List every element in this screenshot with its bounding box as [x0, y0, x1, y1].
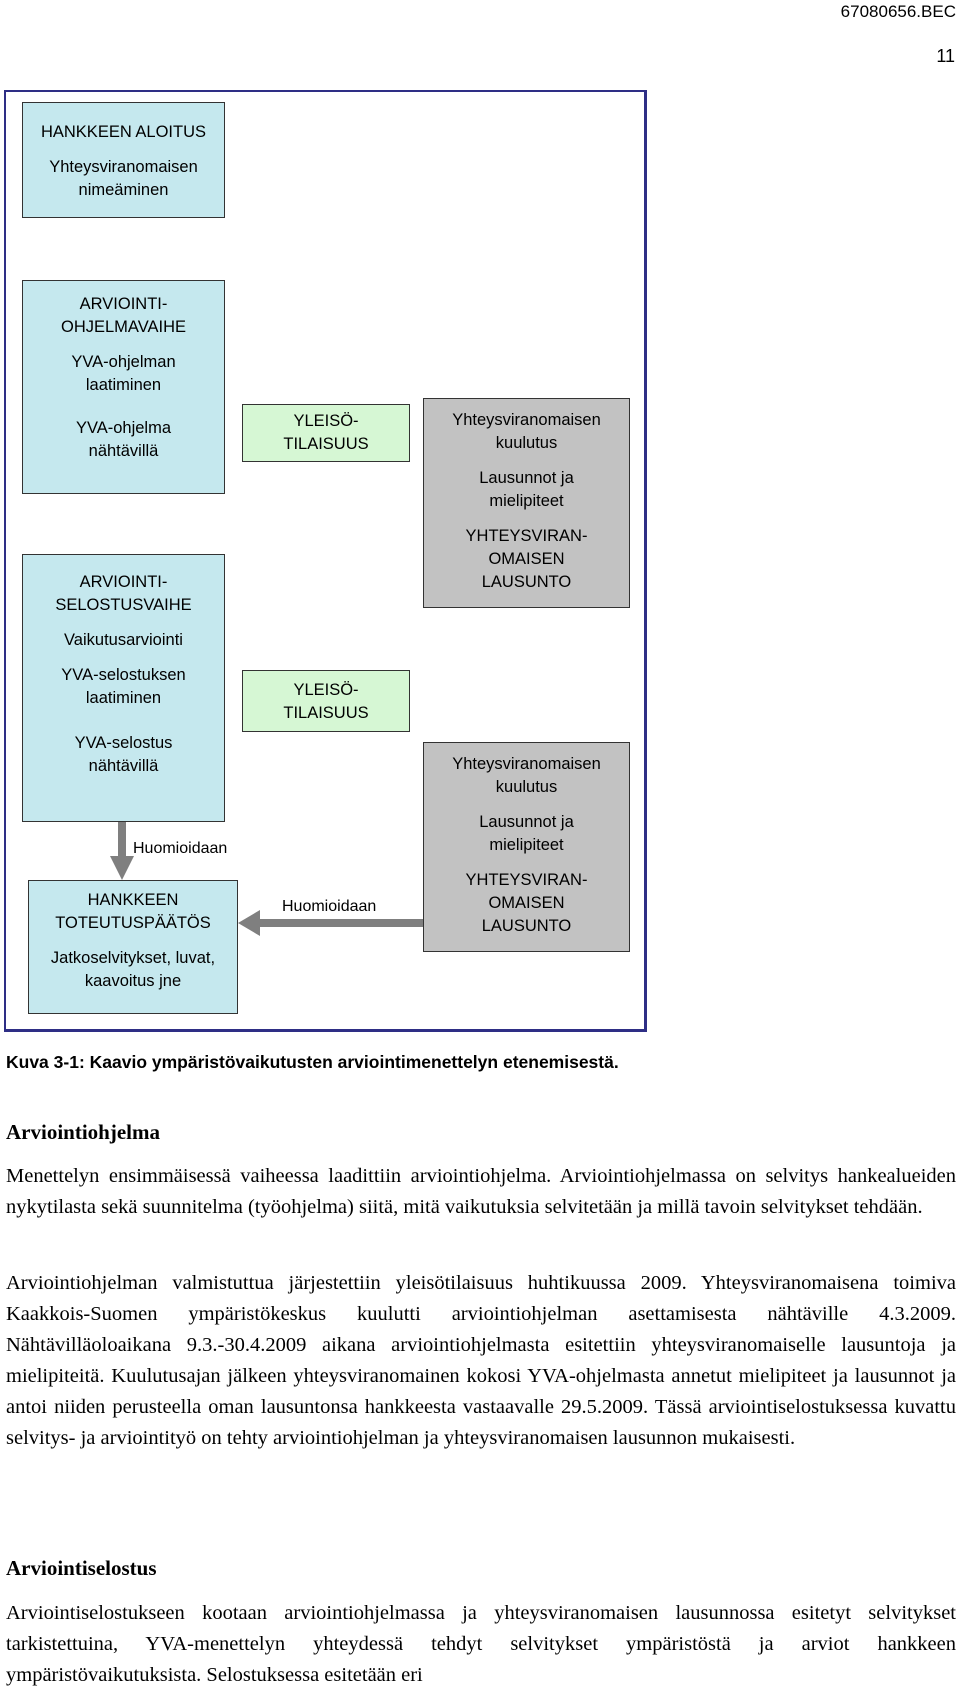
paragraph: Menettelyn ensimmäisessä vaiheessa laadi… — [6, 1165, 956, 1218]
paragraph: Arviointiohjelman valmistuttua järjestet… — [6, 1272, 956, 1449]
report-phase-title: SELOSTUSVAIHE — [55, 596, 192, 614]
authority-box: Yhteysviranomaisen kuulutus Lausunnot ja… — [423, 398, 630, 608]
program-phase-step: nähtävillä — [88, 442, 159, 460]
report-phase-box: ARVIOINTI- SELOSTUSVAIHE Vaikutusarvioin… — [22, 554, 225, 822]
report-phase-step: nähtävillä — [88, 757, 159, 775]
decision-title: HANKKEEN — [87, 891, 179, 909]
program-phase-title: ARVIOINTI- — [79, 295, 168, 313]
project-start-line: nimeäminen — [78, 181, 169, 199]
authority-line: OMAISEN — [488, 894, 565, 912]
process-diagram: HANKKEEN ALOITUS Yhteysviranomaisen nime… — [4, 90, 647, 1032]
authority-line: Yhteysviranomaisen — [452, 755, 601, 773]
public-event-label: TILAISUUS — [283, 435, 369, 453]
diagram-arrows — [110, 822, 423, 936]
authority-line: Lausunnot ja — [479, 813, 574, 831]
report-phase-title: ARVIOINTI- — [79, 573, 168, 591]
authority-box: Yhteysviranomaisen kuulutus Lausunnot ja… — [423, 742, 630, 952]
authority-line: Yhteysviranomaisen — [452, 411, 601, 429]
section-heading: Arviointiselostus — [6, 1556, 157, 1580]
decision-line: kaavoitus jne — [84, 972, 182, 990]
authority-line: mielipiteet — [489, 836, 564, 854]
report-phase-step: YVA-selostus — [74, 734, 173, 752]
arrow-label-left: Huomioidaan — [282, 898, 377, 915]
authority-line: YHTEYSVIRAN- — [465, 527, 588, 545]
project-start-box: HANKKEEN ALOITUS Yhteysviranomaisen nime… — [22, 102, 225, 218]
decision-line: Jatkoselvitykset, luvat, — [50, 949, 216, 967]
public-event-box: YLEISÖ- TILAISUUS — [242, 670, 410, 732]
left-arrow — [238, 910, 423, 936]
program-phase-title: OHJELMAVAIHE — [61, 318, 186, 336]
authority-line: kuulutus — [495, 434, 558, 452]
authority-line: OMAISEN — [488, 550, 565, 568]
program-phase-step: laatiminen — [85, 376, 162, 394]
public-event-label: YLEISÖ- — [293, 681, 359, 699]
paragraph: Arviointiselostukseen kootaan arviointio… — [6, 1602, 956, 1686]
arrow-label-down: Huomioidaan — [133, 840, 228, 857]
public-event-label: TILAISUUS — [283, 704, 369, 722]
page-number: 11 — [936, 46, 955, 66]
authority-line: LAUSUNTO — [481, 573, 572, 591]
authority-line: Lausunnot ja — [479, 469, 574, 487]
decision-box: HANKKEEN TOTEUTUSPÄÄTÖS Jatkoselvitykset… — [28, 880, 238, 1014]
project-start-line: Yhteysviranomaisen — [49, 158, 198, 176]
program-phase-step: YVA-ohjelma — [75, 419, 172, 437]
authority-line: mielipiteet — [489, 492, 564, 510]
public-event-box: YLEISÖ- TILAISUUS — [242, 404, 410, 462]
report-phase-step: Vaikutusarviointi — [64, 631, 183, 649]
authority-line: kuulutus — [495, 778, 558, 796]
document-id: 67080656.BEC — [840, 2, 956, 21]
decision-title: TOTEUTUSPÄÄTÖS — [55, 914, 211, 932]
figure-caption: Kuva 3-1: Kaavio ympäristövaikutusten ar… — [6, 1052, 619, 1072]
report-phase-step: laatiminen — [85, 689, 162, 707]
public-event-label: YLEISÖ- — [293, 412, 359, 430]
program-phase-box: ARVIOINTI- OHJELMAVAIHE YVA-ohjelman laa… — [22, 280, 225, 494]
section-heading: Arviointiohjelma — [6, 1120, 160, 1144]
down-arrow — [110, 822, 134, 880]
authority-line: LAUSUNTO — [481, 917, 572, 935]
report-phase-step: YVA-selostuksen — [61, 666, 186, 684]
project-start-title: HANKKEEN ALOITUS — [40, 123, 207, 141]
program-phase-step: YVA-ohjelman — [71, 353, 176, 371]
authority-line: YHTEYSVIRAN- — [465, 871, 588, 889]
